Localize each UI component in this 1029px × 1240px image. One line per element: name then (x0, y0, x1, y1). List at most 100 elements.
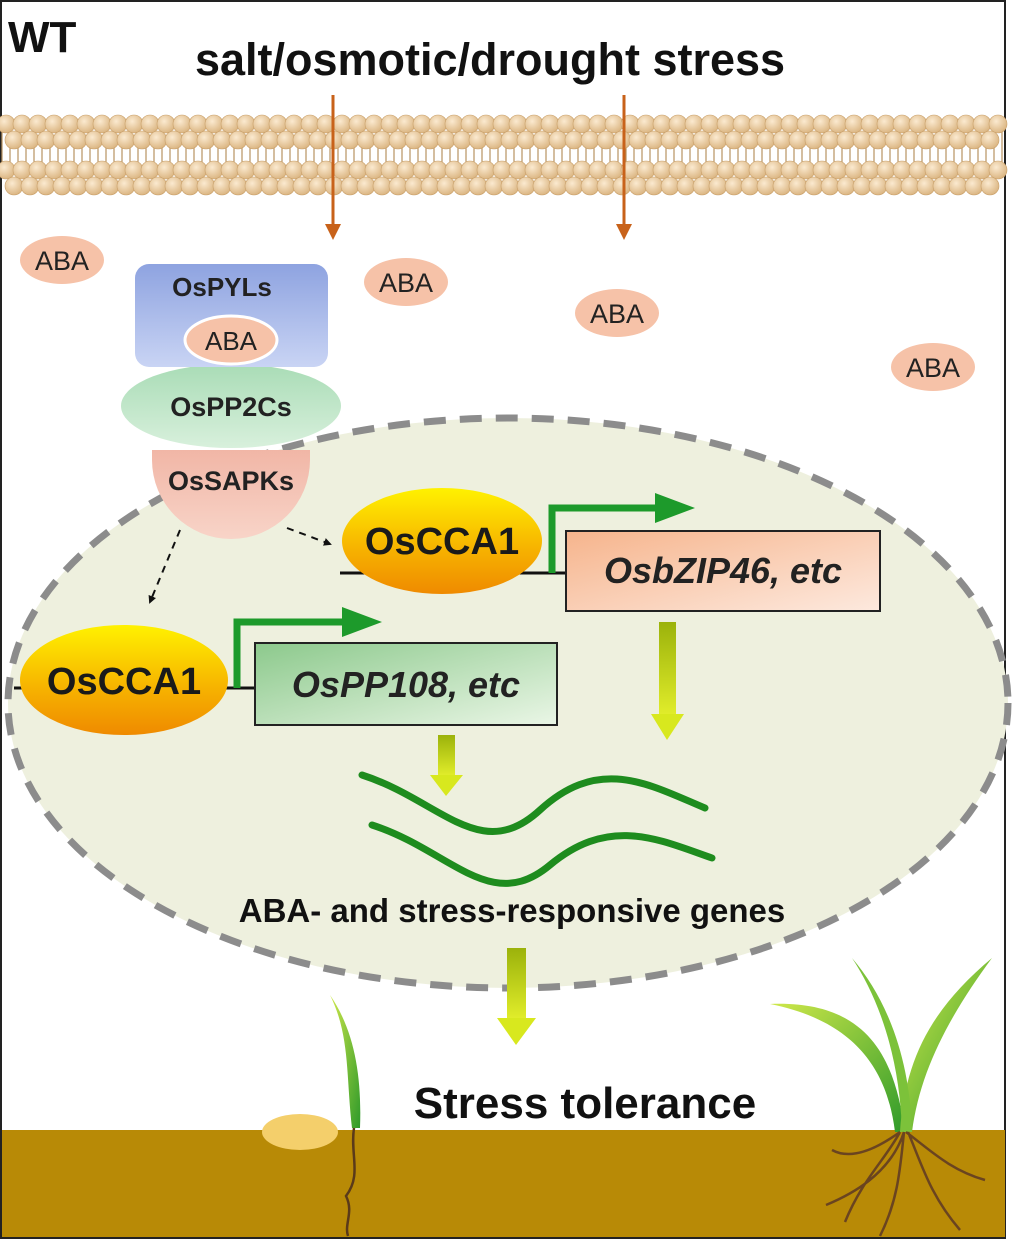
lipid-head (724, 130, 744, 150)
lipid-head (644, 176, 664, 196)
lipid-head (524, 114, 544, 134)
lipid-head (564, 176, 584, 196)
lipid-head (268, 160, 288, 180)
lipid-head (228, 130, 248, 150)
oscca1-lower-shape (20, 625, 228, 735)
lipid-head (548, 130, 568, 150)
lipid-head (692, 130, 712, 150)
lipid-head (796, 114, 816, 134)
lipid-head (20, 130, 40, 150)
lipid-head (588, 160, 608, 180)
lipid-head (580, 130, 600, 150)
lipid-head (884, 130, 904, 150)
lipid-head (44, 114, 64, 134)
lipid-head (260, 176, 280, 196)
osbzip46-gene-label: OsbZIP46, etc (604, 550, 842, 591)
lipid-head (164, 176, 184, 196)
lipid-head (628, 130, 648, 150)
lipid-head (76, 114, 96, 134)
lipid-head (676, 176, 696, 196)
lipid-head (444, 114, 464, 134)
lipid-head (404, 176, 424, 196)
lipid-head (780, 114, 800, 134)
lipid-head (780, 160, 800, 180)
lipid-head (716, 114, 736, 134)
lipid-head (220, 114, 240, 134)
lipid-head (828, 114, 848, 134)
lipid-head (412, 114, 432, 134)
lipid-head (212, 176, 232, 196)
lipid-head (100, 176, 120, 196)
lipid-head (12, 160, 32, 180)
lipid-head (932, 176, 952, 196)
lipid-head (628, 176, 648, 196)
lipid-head (476, 114, 496, 134)
lipid-head (764, 160, 784, 180)
lipid-head (892, 114, 912, 134)
lipid-head (556, 160, 576, 180)
lipid-head (460, 114, 480, 134)
lipid-head (732, 114, 752, 134)
lipid-head (516, 176, 536, 196)
lipid-head (404, 130, 424, 150)
lipid-head (508, 160, 528, 180)
ospyls-label: OsPYLs (172, 272, 272, 302)
lipid-head (60, 160, 80, 180)
lipid-head (236, 114, 256, 134)
lipid-head (884, 176, 904, 196)
lipid-head (876, 114, 896, 134)
bound-aba-shape (183, 314, 279, 366)
lipid-head (420, 130, 440, 150)
lipid-head (596, 130, 616, 150)
lipid-head (700, 160, 720, 180)
lipid-head (308, 130, 328, 150)
lipid-head (380, 114, 400, 134)
lipid-head (108, 114, 128, 134)
lipid-head (684, 114, 704, 134)
lipid-head (940, 114, 960, 134)
lipid-head (532, 130, 552, 150)
lipid-head (788, 176, 808, 196)
upper-gene-module: OsbZIP46, etc OsCCA1 (340, 488, 881, 612)
rice-plant (770, 958, 992, 1237)
lipid-head (300, 114, 320, 134)
lipid-head (124, 114, 144, 134)
lipid-head (956, 160, 976, 180)
lipid-head (356, 176, 376, 196)
lipid-head (340, 130, 360, 150)
lipid-head (652, 114, 672, 134)
lipid-head (292, 176, 312, 196)
cell-membrane (0, 114, 1008, 196)
lipid-head (4, 176, 24, 196)
oscca1-upper-label: OsCCA1 (365, 521, 519, 563)
lipid-head (652, 160, 672, 180)
lipid-head (564, 130, 584, 150)
lipid-head (308, 176, 328, 196)
lipid-head (300, 160, 320, 180)
lipid-head (988, 114, 1008, 134)
lipid-head (212, 130, 232, 150)
lipid-head (948, 176, 968, 196)
oscca1-upper-shape (342, 488, 542, 594)
lipid-head (708, 176, 728, 196)
lipid-head (612, 130, 632, 150)
lipid-head (4, 130, 24, 150)
lipid-head (812, 160, 832, 180)
lipid-head (804, 130, 824, 150)
lipid-head (396, 160, 416, 180)
lipid-head (516, 130, 536, 150)
lipid-head (924, 160, 944, 180)
lipid-head (140, 160, 160, 180)
lipid-head (276, 176, 296, 196)
lipid-head (764, 114, 784, 134)
aba-molecule-3-label: ABA (590, 299, 644, 329)
ospp2cs-shape (121, 364, 341, 448)
lipid-head (260, 130, 280, 150)
lipid-head (52, 130, 72, 150)
lipid-head (540, 114, 560, 134)
aba-molecule-4-label: ABA (906, 353, 960, 383)
lipid-head (556, 114, 576, 134)
lipid-head (348, 114, 368, 134)
lipid-head (956, 114, 976, 134)
lipid-head (492, 160, 512, 180)
